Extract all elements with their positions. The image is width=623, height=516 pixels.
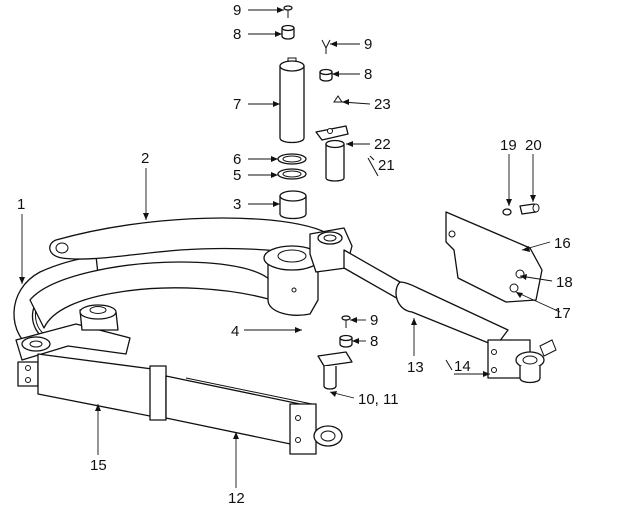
callout-20: 20 (525, 137, 542, 154)
callout-12: 12 (228, 490, 245, 507)
callout-6: 6 (233, 151, 241, 168)
part-screw-lower (341, 315, 351, 328)
callout-7: 7 (233, 96, 241, 113)
part-clamp-bracket (315, 125, 349, 141)
part-lower-tube (37, 353, 167, 421)
callout-3: 3 (233, 196, 241, 213)
part-swivel-right (515, 339, 557, 384)
part-bolt-20 (519, 203, 540, 215)
part-nut-right (319, 68, 333, 82)
part-nut-top (281, 24, 295, 40)
part-bracket-plate (445, 211, 543, 303)
part-central-hub (263, 245, 321, 316)
part-pivot-block (309, 227, 353, 273)
callout-8-top: 8 (233, 26, 241, 43)
callout-21: 21 (378, 157, 395, 174)
callout-2: 2 (141, 150, 149, 167)
leader-arrowheads (19, 7, 536, 439)
callout-17: 17 (554, 305, 571, 322)
callout-23: 23 (374, 96, 391, 113)
callout-10-11: 10, 11 (358, 391, 399, 408)
callout-1: 1 (17, 196, 25, 213)
part-pin-14 (445, 359, 453, 371)
callout-4: 4 (231, 323, 239, 340)
parts-artwork (13, 5, 557, 455)
callout-16: 16 (554, 235, 571, 252)
callout-5: 5 (233, 167, 241, 184)
callout-14: 14 (454, 358, 471, 375)
part-washer-lower (277, 168, 307, 180)
part-grease-nipple (333, 95, 343, 103)
part-boom-tube (343, 249, 531, 379)
callout-8-right: 8 (364, 66, 372, 83)
callout-18: 18 (556, 274, 573, 291)
callout-9-right: 9 (364, 36, 372, 53)
callout-9-lower: 9 (370, 312, 378, 329)
callout-labels: 9 8 9 8 7 23 22 6 21 2 5 19 20 1 3 16 18… (17, 2, 573, 507)
part-pin-10-11 (317, 351, 353, 390)
part-spring-clip (367, 155, 379, 177)
callout-8-lower: 8 (370, 333, 378, 350)
part-extension-tube (165, 375, 343, 455)
callout-19: 19 (500, 137, 517, 154)
part-screw-right (321, 39, 331, 54)
callout-9-top: 9 (233, 2, 241, 19)
part-nut-lower (339, 334, 353, 348)
part-washer-upper (277, 153, 307, 165)
callout-22: 22 (374, 136, 391, 153)
callout-13: 13 (407, 359, 424, 376)
part-sleeve-bushing (279, 190, 307, 220)
part-upright-pin (279, 57, 305, 144)
callout-15: 15 (90, 457, 107, 474)
part-bushing-right (325, 139, 345, 182)
part-washer-19 (502, 208, 512, 216)
part-screw-top (283, 5, 293, 18)
